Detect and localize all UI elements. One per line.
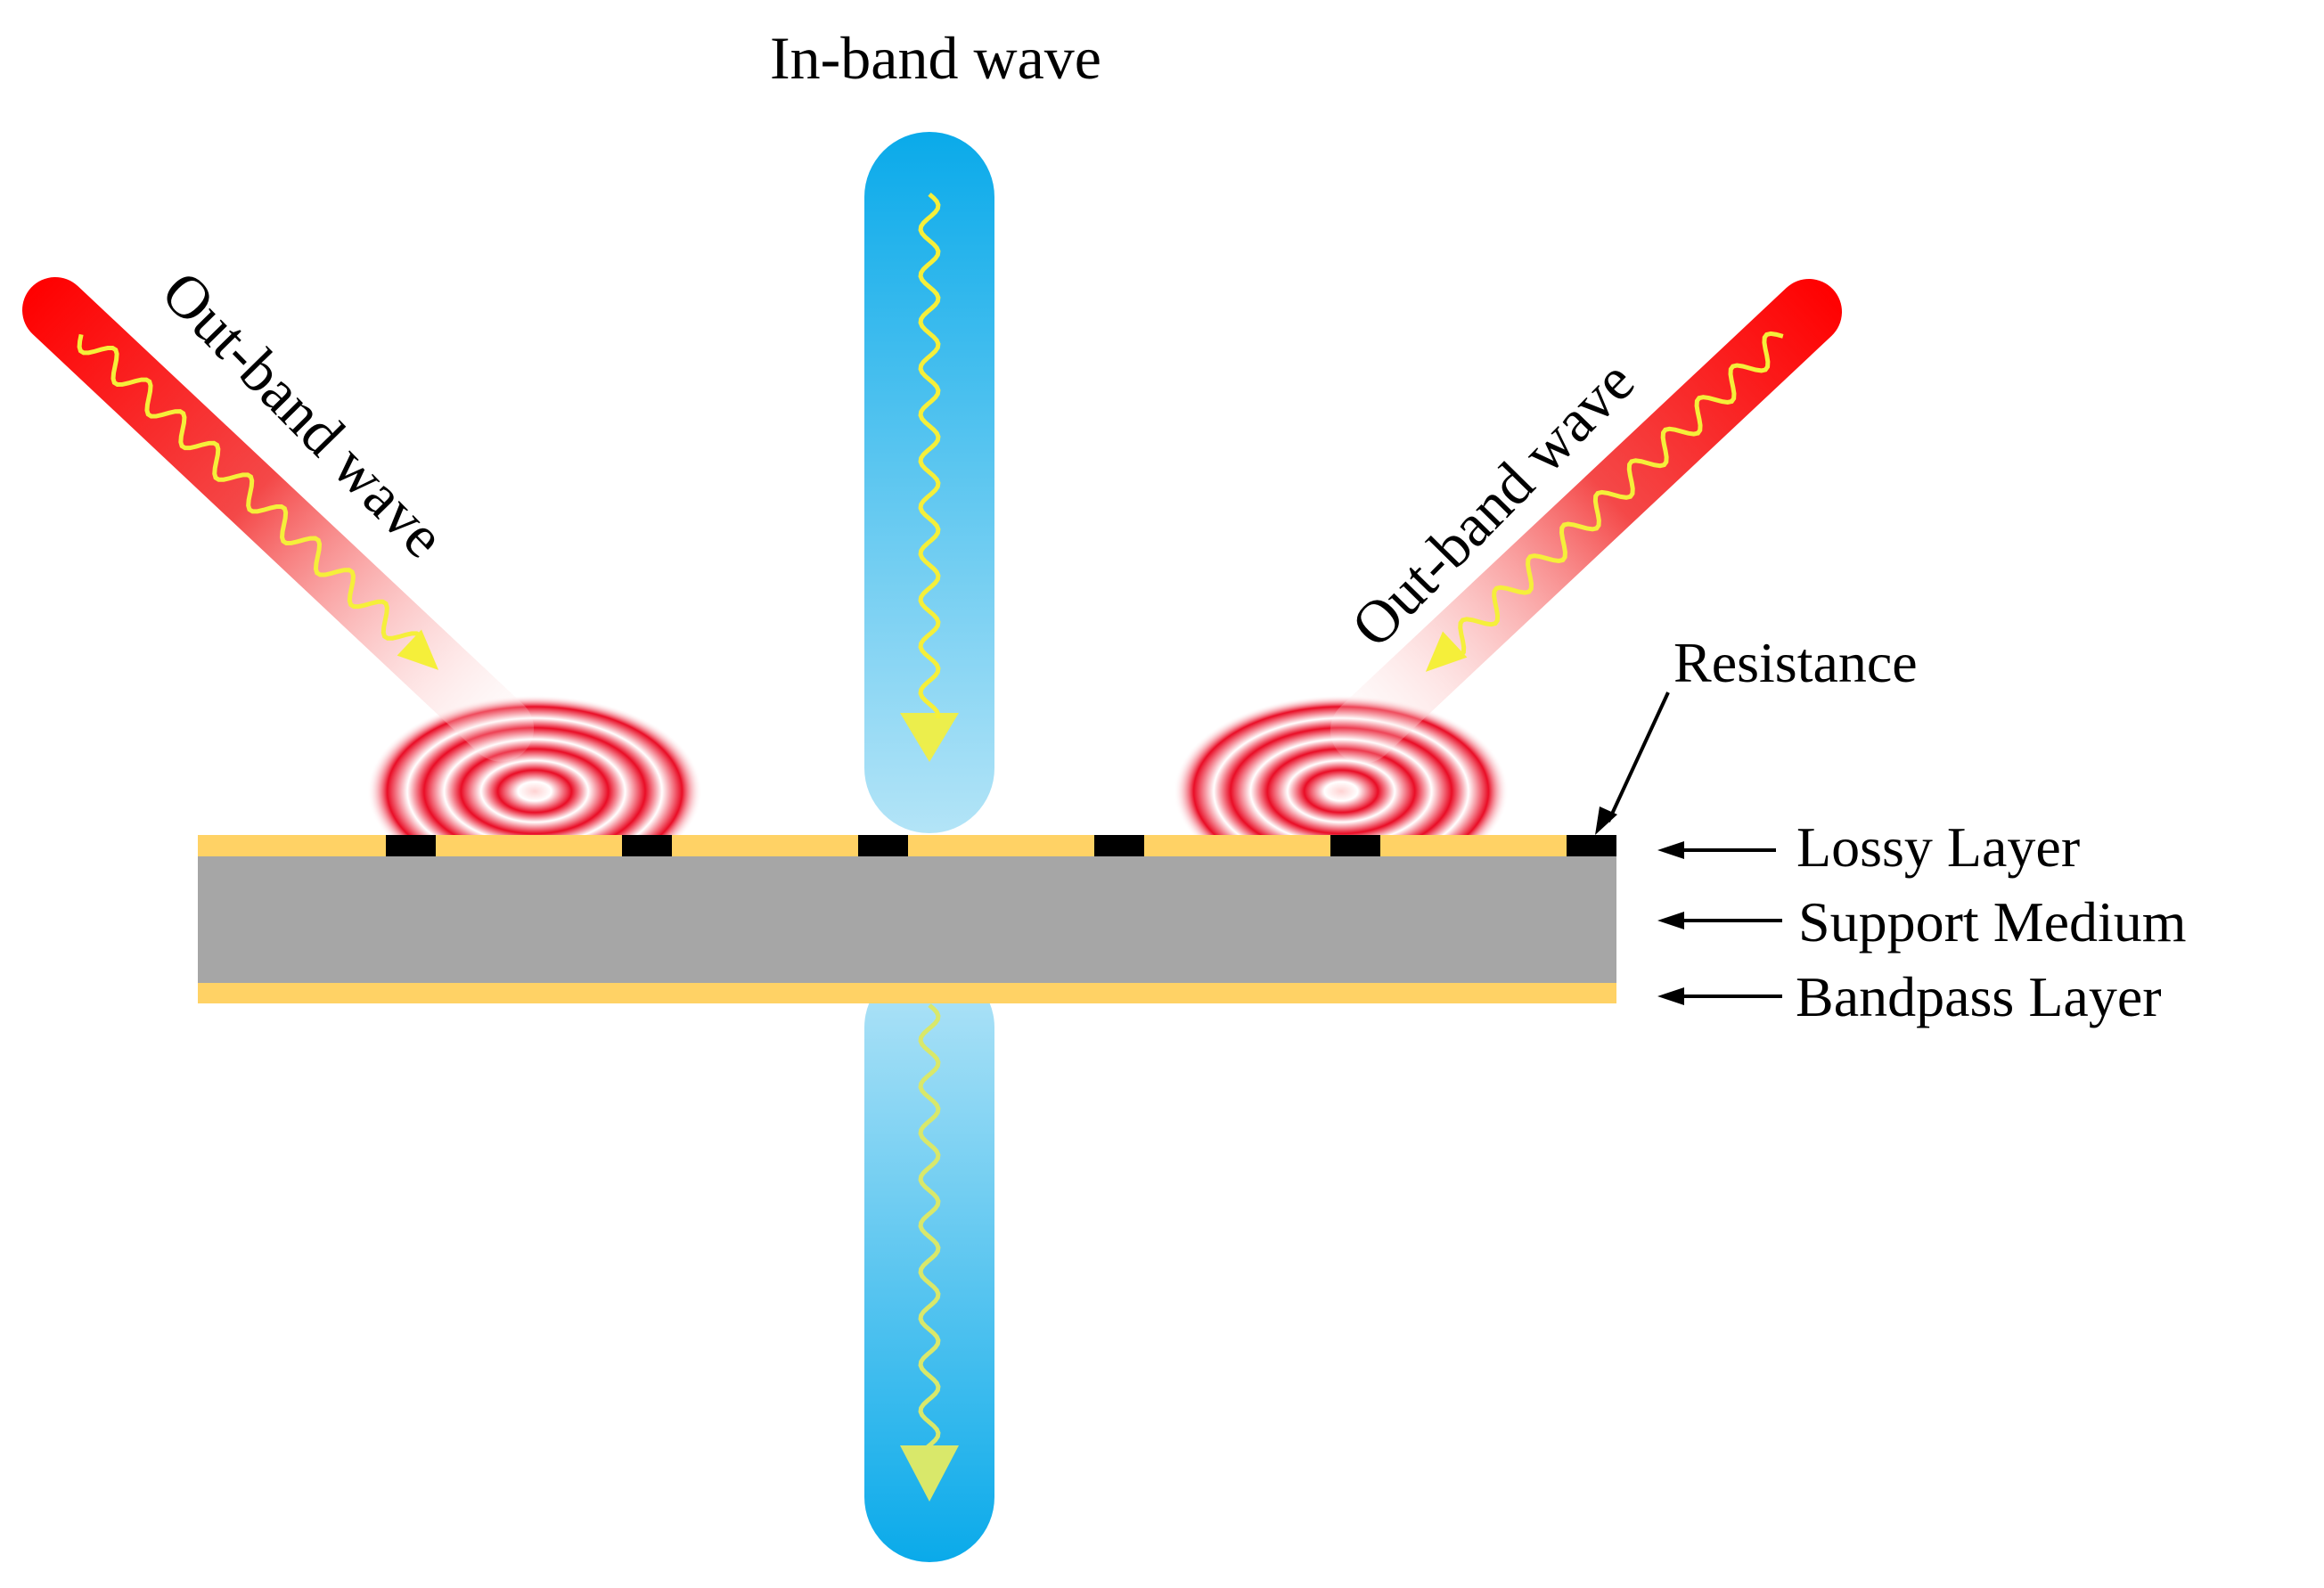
lossy-layer-pointer-head [1657,841,1684,859]
out-band-beam-right [1330,279,1842,764]
in-band-wave-label: In-band wave [770,24,1101,92]
resistor [1330,835,1380,856]
resistor [1567,835,1616,856]
lossy-layer-label: Lossy Layer [1796,815,2080,879]
in-band-arrowhead-incident [900,713,959,762]
in-band-wave-incident [918,192,941,719]
out-band-wave-right [1444,331,1784,659]
support-medium-label: Support Medium [1798,890,2187,954]
resistance-pointer [1607,692,1670,823]
resistor [1094,835,1144,856]
in-band-arrowhead-transmitted [900,1445,959,1502]
in-band-beam-incident [864,132,994,833]
bandpass-layer [198,983,1616,1003]
out-band-arrowhead-right [1425,631,1468,672]
support-medium [198,856,1616,983]
resistor [622,835,672,856]
out-band-arrowhead-left [397,629,439,670]
bandpass-layer-label: Bandpass Layer [1796,965,2162,1028]
resistor [386,835,436,856]
support-medium-pointer-head [1657,912,1684,929]
resistor [858,835,908,856]
resistor-group [386,835,1616,856]
in-band-wave-transmitted [918,1003,941,1453]
out-band-wave-left [77,333,423,652]
bandpass-layer-pointer-head [1657,987,1684,1005]
resistance-pointer-head [1595,806,1617,835]
resistance-label: Resistance [1673,631,1918,694]
